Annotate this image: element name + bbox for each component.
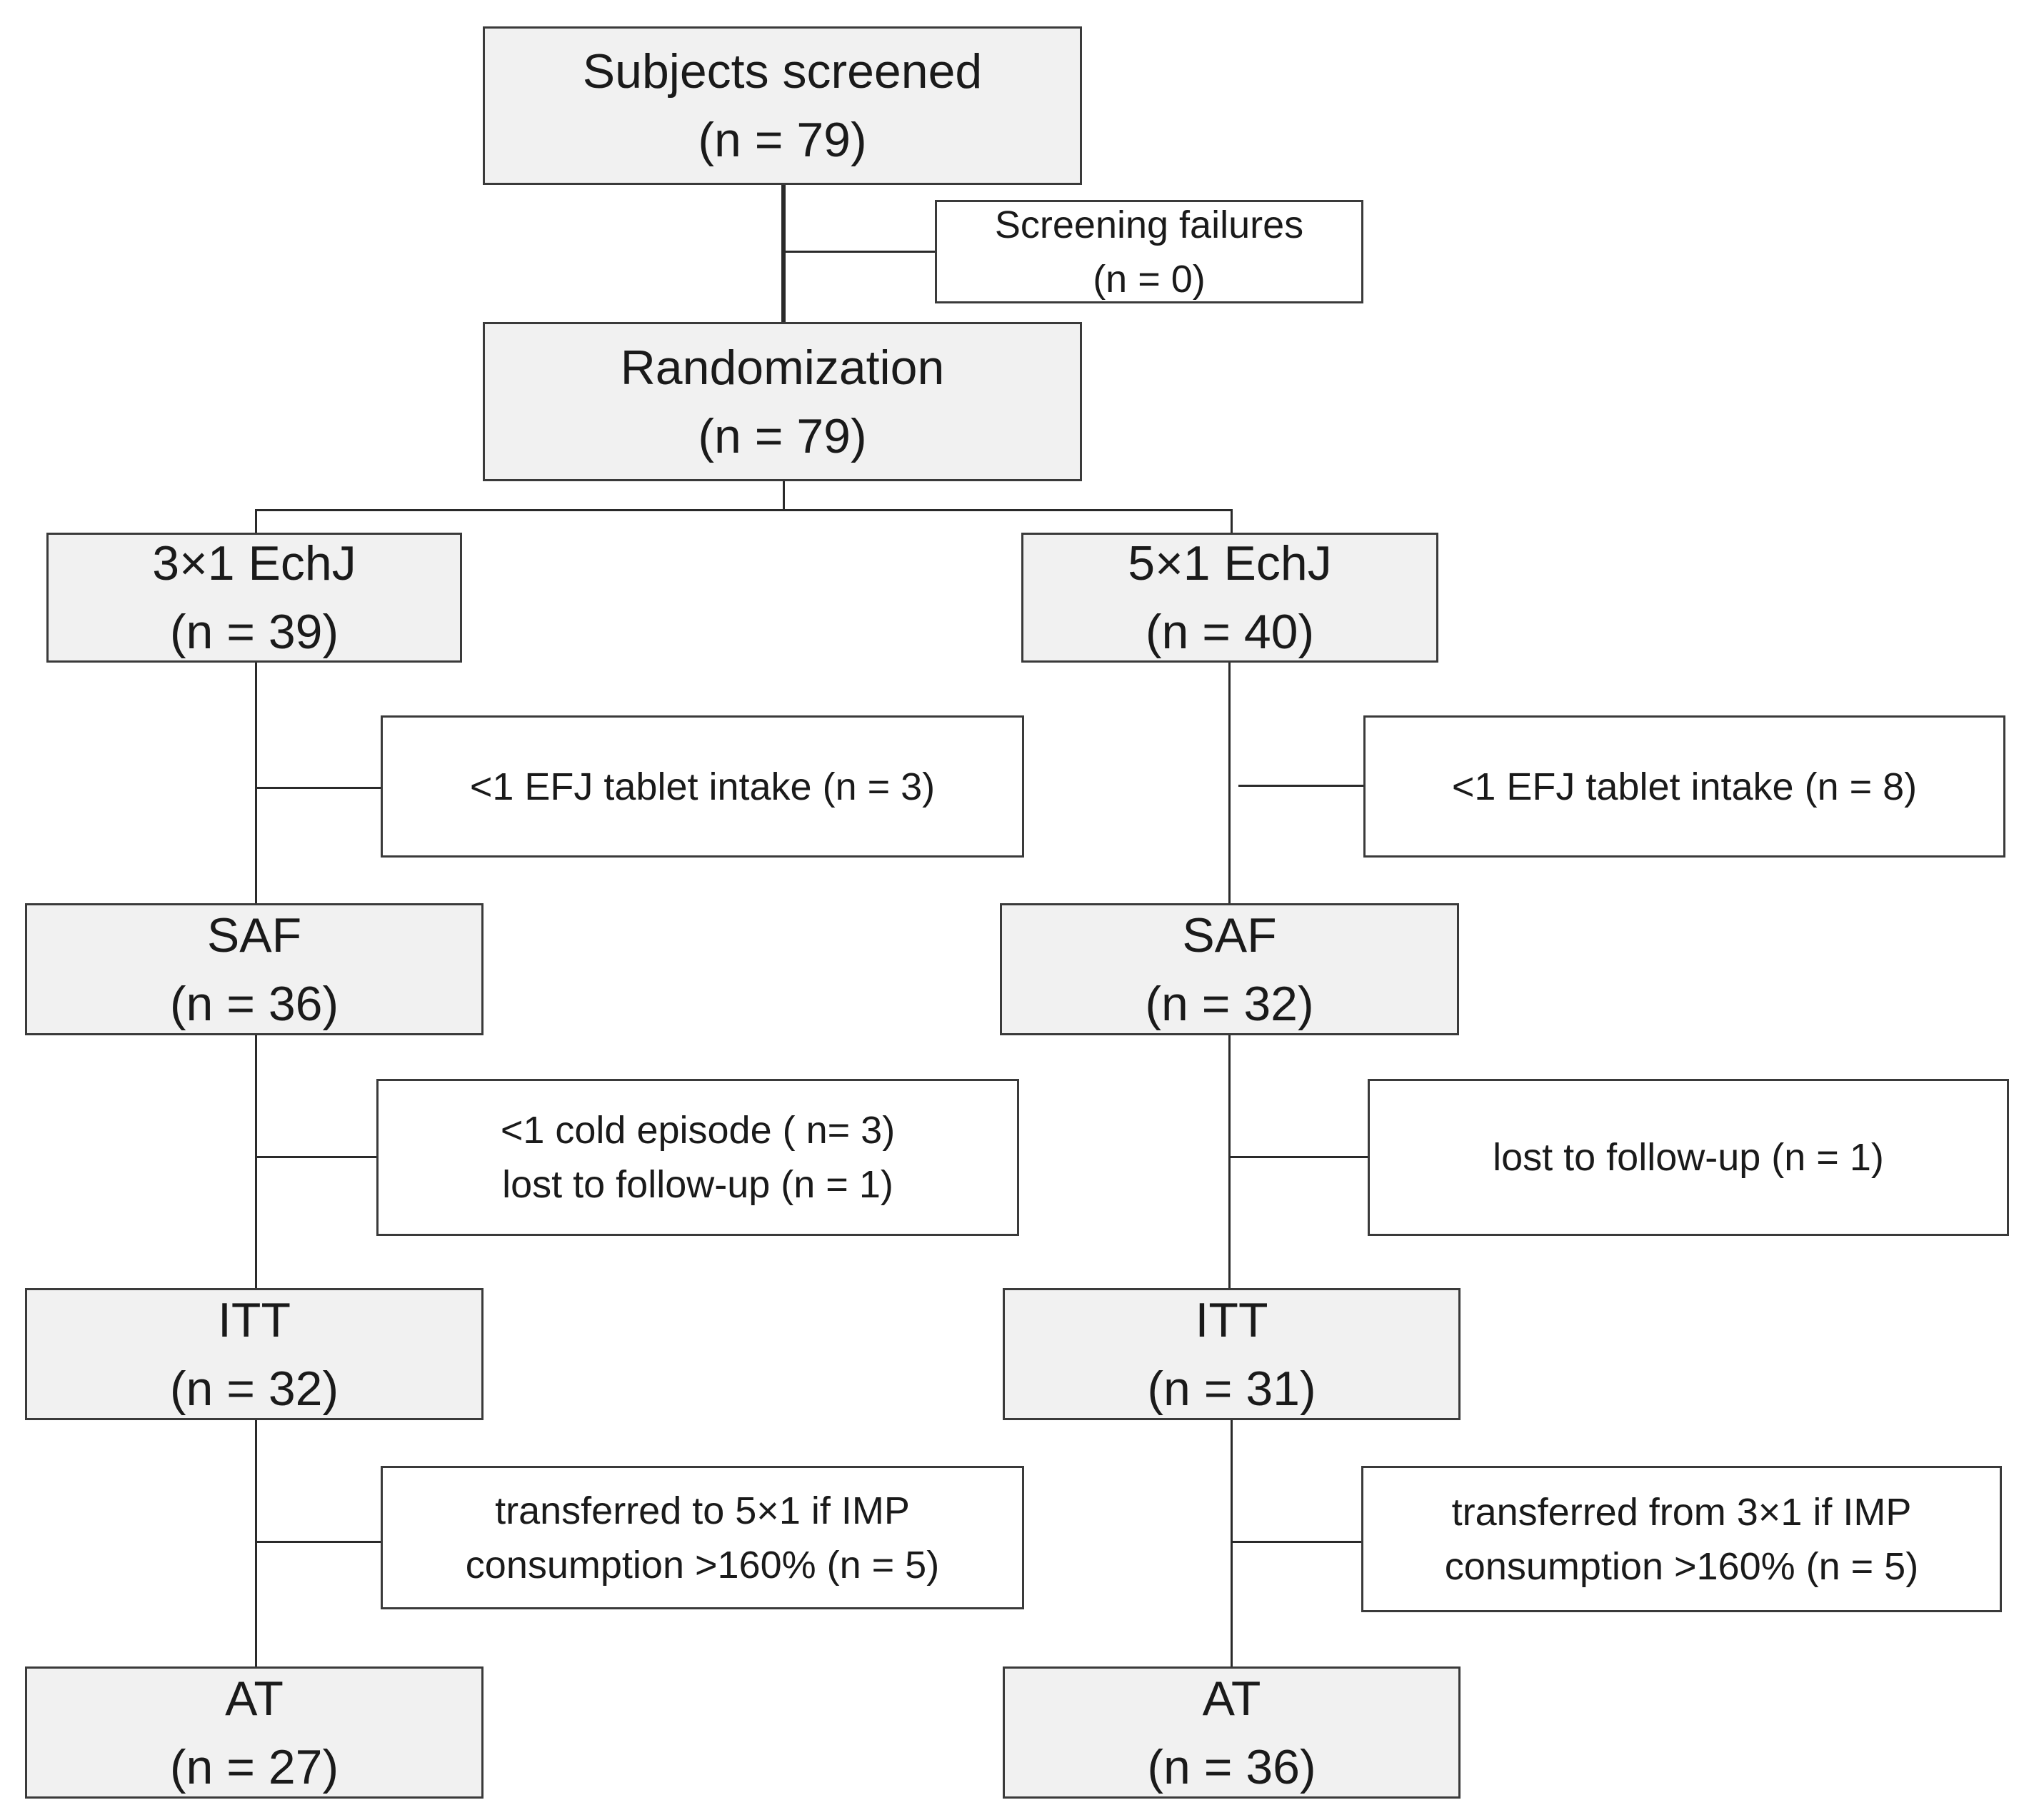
arm-5x1-box: 5×1 EchJ (n = 40) [1021, 533, 1438, 663]
connector-left-excl-a [255, 787, 383, 789]
saf-left-title: SAF [206, 908, 302, 962]
arm-5x1-title: 5×1 EchJ [1128, 536, 1332, 590]
randomization-title: Randomization [620, 340, 945, 395]
saf-left-count: (n = 36) [169, 976, 339, 1031]
arm-3x1-box: 3×1 EchJ (n = 39) [46, 533, 462, 663]
saf-right-box: SAF (n = 32) [1000, 903, 1459, 1035]
left-exclusion-episode-line1: <1 cold episode ( n= 3) [500, 1109, 896, 1152]
itt-right-box: ITT (n = 31) [1003, 1288, 1461, 1420]
randomization-count: (n = 79) [698, 408, 867, 463]
connector-left-arm-saf [255, 661, 257, 905]
at-left-title: AT [225, 1671, 284, 1726]
at-right-box: AT (n = 36) [1003, 1666, 1461, 1799]
connector-left-excl-c [255, 1541, 383, 1543]
screening-failures-label: Screening failures [994, 203, 1304, 246]
at-left-count: (n = 27) [169, 1739, 339, 1794]
connector-right-itt-at [1231, 1419, 1233, 1668]
right-exclusion-followup-text: lost to follow-up (n = 1) [1493, 1136, 1884, 1179]
arm-5x1-count: (n = 40) [1145, 605, 1315, 659]
connector-left-itt-at [255, 1419, 257, 1668]
left-exclusion-tablet-text: <1 EFJ tablet intake (n = 3) [469, 765, 936, 808]
connector-split-horizontal [255, 509, 1233, 511]
connector-right-excl-a [1238, 785, 1365, 787]
screening-failures-count: (n = 0) [1093, 257, 1206, 301]
itt-left-box: ITT (n = 32) [25, 1288, 484, 1420]
at-left-box: AT (n = 27) [25, 1666, 484, 1799]
right-exclusion-tablet-text: <1 EFJ tablet intake (n = 8) [1451, 765, 1918, 808]
connector-right-saf-itt [1228, 1035, 1231, 1289]
itt-right-title: ITT [1195, 1292, 1268, 1347]
connector-left-saf-itt [255, 1035, 257, 1289]
left-exclusion-tablet-box: <1 EFJ tablet intake (n = 3) [381, 715, 1024, 858]
connector-random-split [783, 481, 785, 511]
left-exclusion-episode-line2: lost to follow-up (n = 1) [502, 1163, 893, 1206]
at-right-title: AT [1202, 1671, 1261, 1726]
subjects-screened-count: (n = 79) [698, 113, 867, 167]
left-exclusion-episode-box: <1 cold episode ( n= 3) lost to follow-u… [376, 1079, 1019, 1236]
connector-right-excl-c [1231, 1541, 1363, 1543]
left-exclusion-transfer-line2: consumption >160% (n = 5) [465, 1543, 940, 1587]
right-exclusion-transfer-box: transferred from 3×1 if IMP consumption … [1361, 1466, 2002, 1612]
connector-right-excl-b [1228, 1156, 1369, 1158]
itt-left-title: ITT [218, 1292, 291, 1347]
randomization-box: Randomization (n = 79) [483, 322, 1082, 481]
itt-right-count: (n = 31) [1147, 1361, 1316, 1416]
left-exclusion-transfer-box: transferred to 5×1 if IMP consumption >1… [381, 1466, 1024, 1609]
connector-screened-random [781, 183, 786, 323]
arm-3x1-title: 3×1 EchJ [152, 536, 356, 590]
itt-left-count: (n = 32) [169, 1361, 339, 1416]
right-exclusion-transfer-line2: consumption >160% (n = 5) [1444, 1544, 1919, 1588]
subjects-screened-title: Subjects screened [582, 44, 983, 99]
right-exclusion-transfer-line1: transferred from 3×1 if IMP [1451, 1490, 1912, 1534]
saf-right-title: SAF [1182, 908, 1277, 962]
right-exclusion-followup-box: lost to follow-up (n = 1) [1368, 1079, 2009, 1236]
connector-screen-fail [783, 251, 935, 253]
screening-failures-box: Screening failures (n = 0) [935, 200, 1363, 303]
saf-right-count: (n = 32) [1145, 976, 1314, 1031]
arm-3x1-count: (n = 39) [169, 605, 339, 659]
connector-left-excl-b [255, 1156, 379, 1158]
right-exclusion-tablet-box: <1 EFJ tablet intake (n = 8) [1363, 715, 2005, 858]
connector-split-left [255, 509, 257, 534]
saf-left-box: SAF (n = 36) [25, 903, 484, 1035]
subjects-screened-box: Subjects screened (n = 79) [483, 26, 1082, 185]
left-exclusion-transfer-line1: transferred to 5×1 if IMP [495, 1489, 910, 1532]
connector-split-right [1231, 509, 1233, 534]
connector-right-arm-saf [1228, 661, 1231, 905]
at-right-count: (n = 36) [1147, 1739, 1316, 1794]
